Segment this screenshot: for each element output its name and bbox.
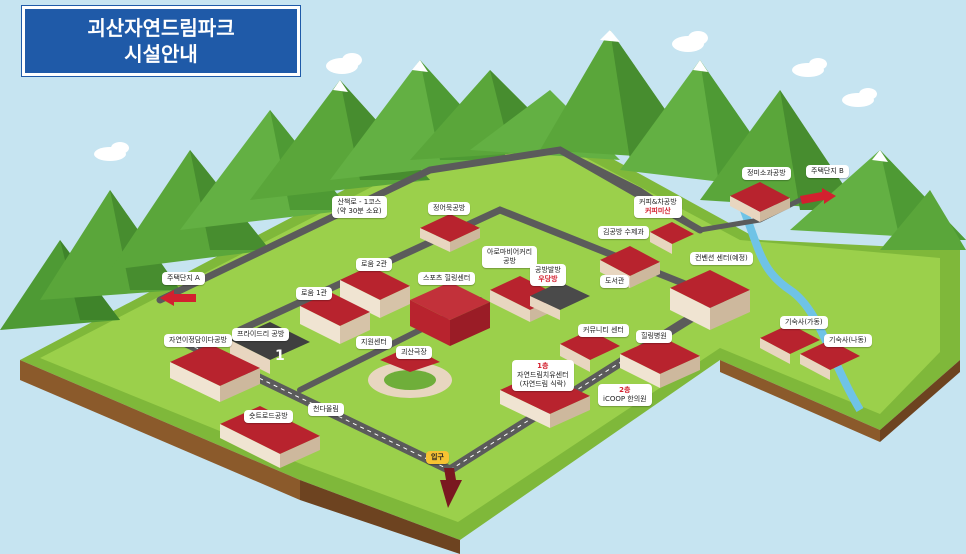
buildings: [170, 182, 860, 468]
label-library[interactable]: 도서관: [600, 275, 630, 288]
label-natural[interactable]: 자연이정담이다공방: [164, 334, 232, 347]
label-dorm-na[interactable]: 기숙사(나동): [824, 334, 872, 347]
entrance-arrow: [440, 468, 462, 508]
building-hall1: [300, 292, 370, 344]
label-icoop[interactable]: 2층 iCOOP 한의원: [598, 384, 652, 406]
building-natural: [170, 344, 260, 402]
label-hall2[interactable]: 로움 2관: [356, 258, 392, 271]
label-tofu[interactable]: 정미소과공방: [742, 167, 791, 180]
label-dorm-ga[interactable]: 기숙사(가동): [780, 316, 828, 329]
title-line-2: 시설안내: [124, 42, 198, 66]
direction-arrow-right: [800, 188, 836, 204]
label-shortroad[interactable]: 숏트로드공방: [244, 410, 293, 423]
building-convention: [670, 270, 750, 330]
label-coffee[interactable]: 커피&차공방 커피미산: [634, 196, 682, 218]
label-sports[interactable]: 스포츠 힐링센터: [418, 272, 476, 285]
cloud-icon: [94, 142, 129, 161]
building-healing-hospital: [620, 336, 700, 388]
title-line-1: 괴산자연드림파크: [87, 16, 235, 40]
label-healing-hospital[interactable]: 힐링병원: [636, 330, 672, 343]
label-primary[interactable]: 프라이드리 공방: [232, 328, 290, 341]
label-house-b[interactable]: 주택단지 B: [806, 165, 849, 178]
label-bread[interactable]: 공방발방 우당방: [530, 264, 566, 286]
label-cheonse[interactable]: 천다올림: [308, 403, 344, 416]
building-community: [560, 330, 620, 372]
map-title: 괴산자연드림파크 시설안내: [22, 6, 300, 76]
river: [736, 198, 864, 413]
label-hall1[interactable]: 로움 1관: [296, 287, 332, 300]
label-healing-center[interactable]: 1층 자연드림치유센터 (자연드림 식락): [512, 360, 574, 391]
label-convention[interactable]: 컨벤션 센터(예정): [690, 252, 753, 265]
label-house-a[interactable]: 주택단지 A: [162, 272, 205, 285]
building-dorm-na: [800, 340, 860, 380]
label-bakery[interactable]: 김공방 수제과: [598, 226, 649, 239]
cloud-icon: [326, 53, 362, 74]
building-dorm-ga: [760, 324, 820, 364]
mountain-range: [0, 30, 966, 330]
label-aroma[interactable]: 아로마비어커리 공방: [482, 246, 538, 268]
cloud-icon: [792, 58, 827, 77]
building-coffee: [650, 222, 694, 254]
label-number-1: 1: [275, 348, 285, 364]
label-noodle-factory[interactable]: 정어묵공방: [428, 202, 471, 215]
label-support[interactable]: 지원센터: [356, 336, 392, 349]
direction-arrow-left: [160, 290, 196, 306]
label-community[interactable]: 커뮤니티 센터: [578, 324, 629, 337]
label-theater[interactable]: 괴산극장: [396, 346, 432, 359]
label-entrance[interactable]: 입구: [426, 451, 449, 464]
building-noodle: [420, 214, 480, 252]
label-trail[interactable]: 산책로 - 1코스 (약 30분 소요): [332, 196, 387, 218]
building-bread: [530, 282, 590, 320]
building-sports: [410, 282, 490, 346]
cloud-icon: [842, 88, 877, 107]
building-tofu: [730, 182, 790, 222]
building-hall2: [340, 266, 410, 318]
building-theater: [368, 346, 452, 398]
cloud-icon: [672, 31, 708, 52]
